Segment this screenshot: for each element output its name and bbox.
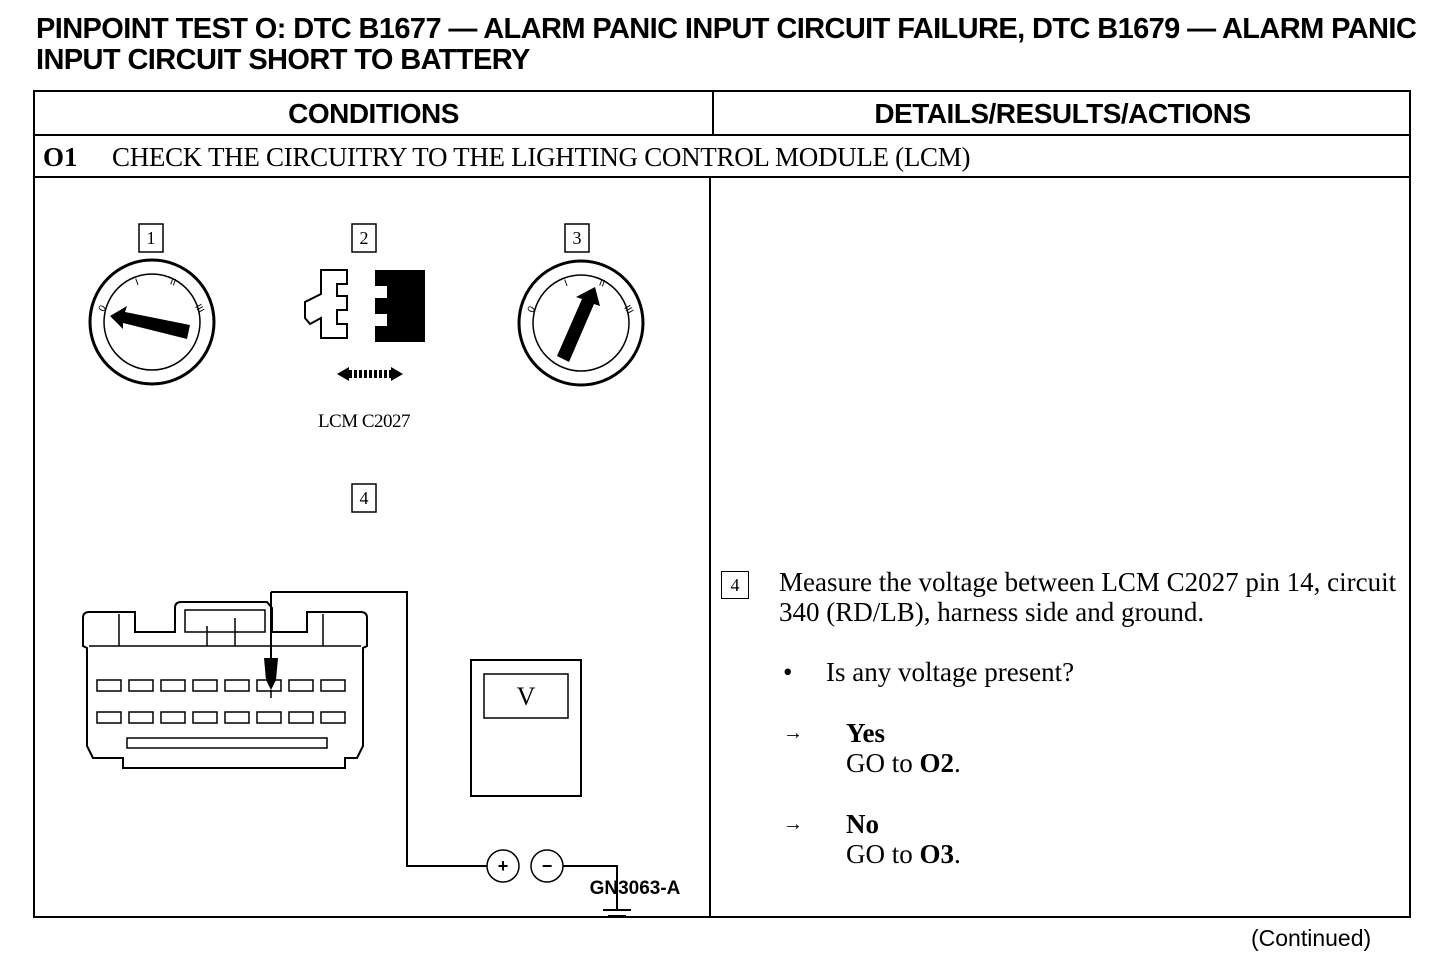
continued-note: (Continued)	[1251, 925, 1372, 951]
instruction-text: Measure the voltage between LCM C2027 pi…	[779, 567, 1397, 627]
minus-terminal: −	[542, 856, 553, 876]
callout-4: 4	[351, 483, 377, 513]
test-probe-icon	[264, 592, 278, 698]
answer-no-label: No	[846, 809, 879, 839]
no-arrow-icon: →	[783, 813, 803, 835]
diagram-svg: 1 2 3 0 I II III	[82, 223, 681, 917]
step-reference-box: 4	[721, 571, 749, 599]
answer-yes-action[interactable]: GO to O2.	[846, 748, 961, 778]
details-column: 4 Measure the voltage between LCM C2027 …	[711, 178, 1411, 918]
header-divider	[712, 92, 714, 134]
ignition-switch-run-icon: 0 I II III	[517, 259, 645, 387]
ground-symbol-icon	[603, 909, 631, 917]
negative-lead-wire	[563, 865, 618, 910]
positive-lead-wire	[271, 591, 487, 867]
callout-3: 3	[564, 223, 590, 253]
bullet-icon: •	[783, 657, 793, 687]
table-header-row: CONDITIONS DETAILS/RESULTS/ACTIONS	[35, 92, 1409, 136]
svg-text:I: I	[134, 277, 140, 288]
svg-text:0: 0	[526, 304, 539, 315]
callout-2: 2	[351, 223, 377, 253]
answer-yes-target[interactable]: O2	[919, 748, 955, 778]
answer-no-target[interactable]: O3	[919, 839, 955, 869]
voltmeter-icon: V + −	[470, 659, 582, 883]
column-divider	[709, 178, 711, 918]
callout-1-label: 1	[147, 228, 156, 248]
svg-text:0: 0	[97, 303, 110, 314]
step-title: CHECK THE CIRCUITRY TO THE LIGHTING CONT…	[112, 142, 971, 172]
page-title: PINPOINT TEST O: DTC B1677 — ALARM PANIC…	[36, 13, 1417, 76]
callout-1: 1	[138, 223, 164, 253]
question-text: Is any voltage present?	[826, 657, 1075, 687]
svg-text:II: II	[168, 277, 177, 289]
conditions-diagram: 1 2 3 0 I II III	[35, 178, 709, 918]
yes-arrow-icon: →	[783, 722, 803, 744]
svg-text:II: II	[597, 278, 606, 290]
callout-2-label: 2	[360, 228, 369, 248]
conditions-header: CONDITIONS	[288, 98, 459, 129]
connector-label: LCM C2027	[318, 411, 410, 432]
callout-3-label: 3	[573, 228, 582, 248]
harness-connector-icon	[82, 601, 368, 769]
step-row: O1 CHECK THE CIRCUITRY TO THE LIGHTING C…	[35, 136, 1409, 178]
details-header: DETAILS/RESULTS/ACTIONS	[874, 98, 1251, 129]
voltmeter-display: V	[517, 682, 536, 711]
step-number: O1	[43, 142, 78, 172]
answer-no-action[interactable]: GO to O3.	[846, 839, 961, 869]
ignition-switch-off-icon: 0 I II III	[88, 258, 216, 386]
answer-yes-label: Yes	[846, 718, 885, 748]
plus-terminal: +	[498, 856, 509, 876]
pinpoint-test-table: CONDITIONS DETAILS/RESULTS/ACTIONS O1 CH…	[33, 90, 1411, 918]
connector-disconnect-icon	[304, 269, 425, 381]
svg-text:I: I	[563, 278, 569, 289]
figure-id: GN3063-A	[590, 878, 681, 899]
callout-4-label: 4	[360, 488, 369, 508]
